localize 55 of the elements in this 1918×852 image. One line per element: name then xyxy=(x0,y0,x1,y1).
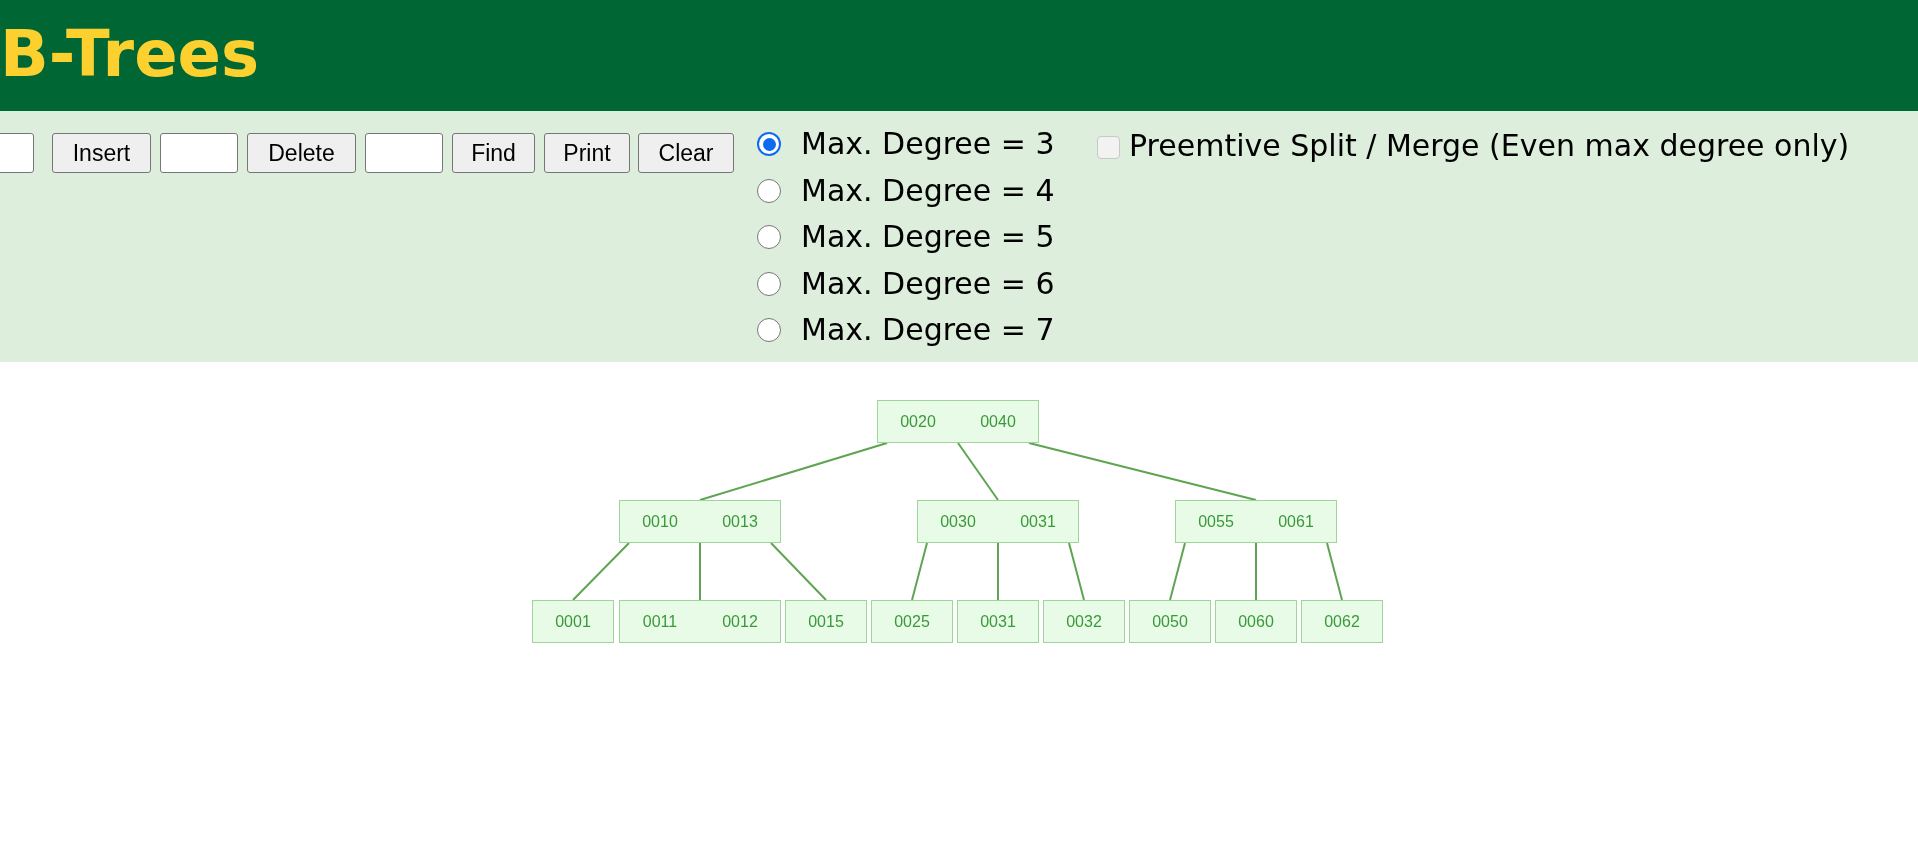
tree-node xyxy=(785,600,867,643)
key-value: 0055 xyxy=(1197,511,1235,532)
radio-label: Max. Degree = 5 xyxy=(801,219,1055,255)
key-value: 0060 xyxy=(1237,611,1275,632)
action-button: Find xyxy=(452,133,535,173)
tree-edge xyxy=(572,542,630,601)
action-button: Clear xyxy=(638,133,734,173)
tree-node xyxy=(619,500,781,543)
tree-edge xyxy=(957,442,999,501)
radio-label: Max. Degree = 3 xyxy=(801,126,1055,162)
tree-node xyxy=(871,600,953,643)
key-value: 0050 xyxy=(1151,611,1189,632)
tree-edge xyxy=(699,442,888,501)
key-value: 0031 xyxy=(979,611,1017,632)
tree-node xyxy=(1301,600,1383,643)
key-value: 0015 xyxy=(807,611,845,632)
key-value: 0013 xyxy=(721,511,759,532)
key-value: 0020 xyxy=(899,411,937,432)
key-value: 0012 xyxy=(721,611,759,632)
key-value: 0001 xyxy=(554,611,592,632)
key-value: 0025 xyxy=(893,611,931,632)
action-button: Print xyxy=(544,133,630,173)
tree-node xyxy=(1043,600,1125,643)
tree-edge xyxy=(770,542,827,601)
key-value: 0032 xyxy=(1065,611,1103,632)
tree-node xyxy=(619,600,781,643)
action-button: Delete xyxy=(247,133,356,173)
tree-edge xyxy=(1255,542,1257,601)
key-value: 0010 xyxy=(641,511,679,532)
tree-edge xyxy=(1068,542,1085,601)
tree-node xyxy=(1175,500,1337,543)
tree-edge xyxy=(1169,542,1186,601)
key-value: 0011 xyxy=(641,611,679,632)
tree-node xyxy=(1215,600,1297,643)
tree-edge xyxy=(997,542,999,601)
tree-edge xyxy=(1028,442,1257,501)
key-value: 0062 xyxy=(1323,611,1361,632)
key-value: 0061 xyxy=(1277,511,1315,532)
action-button: Insert xyxy=(52,133,151,173)
key-value: 0030 xyxy=(939,511,977,532)
radio-label: Max. Degree = 4 xyxy=(801,173,1055,209)
tree-node xyxy=(957,600,1039,643)
checkbox-label: Preemtive Split / Merge (Even max degree only) xyxy=(1129,128,1850,164)
tree-node xyxy=(877,400,1039,443)
key-value: 0031 xyxy=(1019,511,1057,532)
tree-node xyxy=(1129,600,1211,643)
radio-label: Max. Degree = 6 xyxy=(801,266,1055,302)
key-value: 0040 xyxy=(979,411,1017,432)
radio-label: Max. Degree = 7 xyxy=(801,312,1055,348)
tree-node xyxy=(917,500,1079,543)
tree-node xyxy=(532,600,614,643)
page-title: B-Trees xyxy=(0,16,260,93)
tree-edge xyxy=(1326,542,1343,601)
tree-edge xyxy=(911,542,928,601)
tree-edge xyxy=(699,542,701,601)
